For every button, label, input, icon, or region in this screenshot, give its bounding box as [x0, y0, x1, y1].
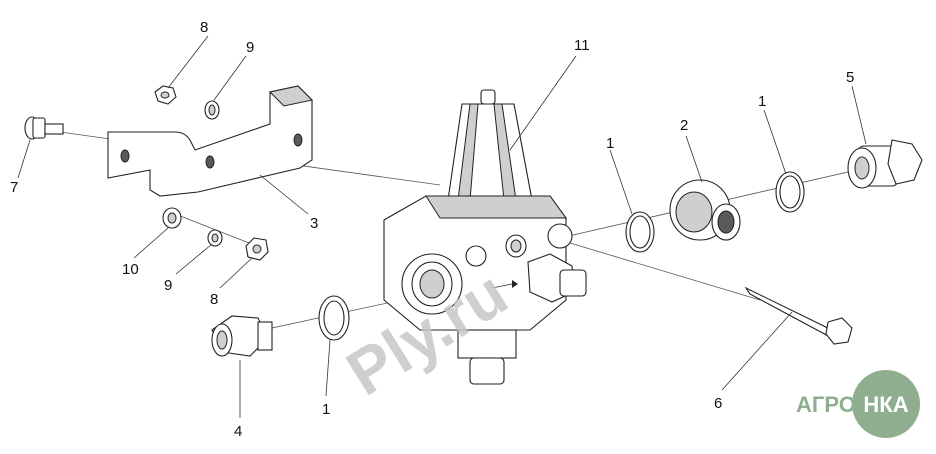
brand-logo-badge: [852, 370, 920, 438]
callout-5: 5: [846, 69, 854, 86]
brand-logo-badge-text: НКА: [863, 392, 908, 417]
seal-ring-left: [318, 295, 350, 341]
callout-1-mid: 1: [606, 135, 614, 152]
callout-10: 10: [122, 261, 139, 278]
callout-1-right: 1: [758, 93, 766, 110]
callout-1-left: 1: [322, 401, 330, 418]
seal-ring-mid: [625, 211, 655, 253]
banjo-bolt-part-5: [847, 139, 923, 189]
bolt-part-7: [24, 116, 64, 140]
callout-7: 7: [10, 179, 18, 196]
washers-nut-lower: [162, 207, 269, 261]
callout-8-lower: 8: [210, 291, 218, 308]
callout-11: 11: [574, 37, 590, 54]
brand-logo-text: АГРО: [796, 392, 856, 417]
fitting-part-4: [211, 315, 273, 357]
callout-9-upper: 9: [246, 39, 254, 56]
bracket-part-3: [107, 85, 314, 197]
callout-labels: 8 9 7 3 10 9 8 4 1 11 1 2 1 5 6: [10, 19, 854, 440]
nut-washer-upper: [154, 85, 220, 120]
long-bolt-part-6: [744, 286, 853, 345]
callout-9-lower: 9: [164, 277, 172, 294]
callout-6: 6: [714, 395, 722, 412]
callout-4: 4: [234, 423, 242, 440]
valve-body-part-11: [383, 89, 587, 385]
callout-2: 2: [680, 117, 688, 134]
leader-lines: [17, 35, 867, 418]
callout-3: 3: [310, 215, 318, 232]
brand-logo: АГРО НКА: [796, 370, 920, 438]
callout-8-upper: 8: [200, 19, 208, 36]
banjo-part-2: [669, 179, 741, 241]
seal-ring-right: [775, 171, 805, 213]
